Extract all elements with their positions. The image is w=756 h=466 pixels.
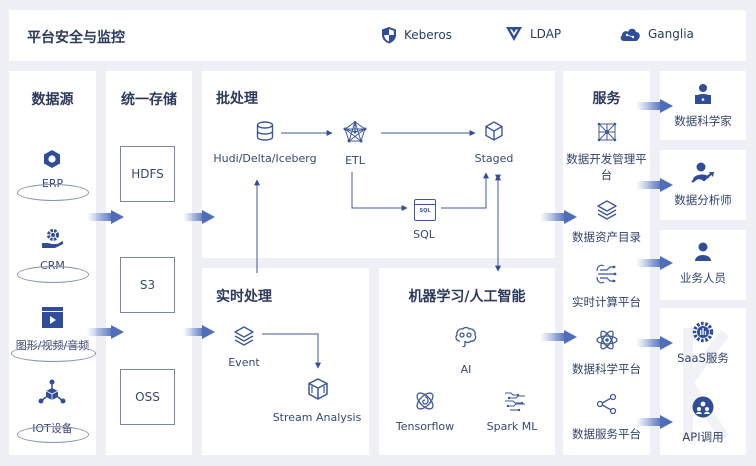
storage-hdfs: HDFS xyxy=(120,146,175,202)
sql-window-icon: SQL xyxy=(414,199,436,221)
service-label-dataservice: 数据服务平台 xyxy=(572,427,641,441)
services-title: 服务 xyxy=(592,91,621,107)
consumer-card-business: 业务人员 xyxy=(660,230,746,300)
header-item-ganglia: Ganglia xyxy=(619,26,694,42)
storage-oss: OSS xyxy=(120,369,175,425)
header-item-label: Ganglia xyxy=(648,27,694,41)
sources-title: 数据源 xyxy=(31,92,74,108)
source-ellipse xyxy=(17,426,89,443)
staged-cube-icon xyxy=(485,121,503,141)
layers-icon xyxy=(597,200,617,220)
arrow-sql-to-staged xyxy=(441,172,489,209)
circuit-icon xyxy=(596,264,617,284)
ml-panel: 机器学习/人工智能 AI Tensorflow Spark ML xyxy=(379,268,555,455)
header-item-ldap: LDAP xyxy=(505,26,561,42)
stream-cube-icon xyxy=(308,378,328,400)
gear-hand-icon xyxy=(42,229,63,248)
batch-node-lake: Hudi/Delta/Iceberg xyxy=(213,152,317,165)
consumer-label: 数据分析师 xyxy=(674,193,732,207)
header-item-label: LDAP xyxy=(530,27,562,41)
service-label-dev: 数据开发管理平台 xyxy=(566,152,647,182)
sources-panel: 数据源 ERP CRM 图形/视频/音频 IOT设备 xyxy=(9,71,96,455)
realtime-connectors xyxy=(262,333,321,369)
saas-gear-icon xyxy=(692,321,714,343)
storage-title: 统一存储 xyxy=(121,92,177,108)
api-icon xyxy=(692,396,714,418)
atom-icon xyxy=(596,330,618,350)
consumer-card-scientist: 数据科学家 xyxy=(660,71,746,140)
hexagon-nut-icon xyxy=(44,150,60,168)
share-icon xyxy=(596,393,617,415)
scientist-icon xyxy=(695,84,711,104)
header-item-label: Keberos xyxy=(404,28,452,42)
consumer-card-saas-api: SaaS服务 API调用 xyxy=(660,308,746,455)
ml-node-spark: Spark ML xyxy=(486,420,538,433)
services-panel: 服务 数据开发管理平台 数据资产目录 实时计算平台 数据科学平台 数据服务平台 xyxy=(563,71,650,455)
brain-icon xyxy=(455,326,477,348)
layers-icon xyxy=(234,326,254,346)
header-item-keberos: Keberos xyxy=(381,26,452,44)
realtime-panel: 实时处理 Event Stream Analysis xyxy=(202,268,369,455)
realtime-node-stream: Stream Analysis xyxy=(272,411,362,424)
iot-cube-icon xyxy=(38,379,66,404)
source-ellipse xyxy=(11,345,96,362)
consumer-label: 业务人员 xyxy=(680,271,726,285)
ldap-icon xyxy=(506,27,522,41)
source-ellipse xyxy=(17,266,89,283)
ml-node-tensorflow: Tensorflow xyxy=(395,420,455,433)
consumer-label: API调用 xyxy=(682,430,724,444)
batch-title: 批处理 xyxy=(216,91,258,107)
consumer-card-analyst: 数据分析师 xyxy=(660,150,746,220)
storage-s3: S3 xyxy=(120,257,175,313)
etl-network-icon xyxy=(343,121,367,143)
ml-node-ai: AI xyxy=(460,363,472,376)
service-label-catalog: 数据资产目录 xyxy=(572,230,641,244)
batch-node-etl: ETL xyxy=(345,154,365,167)
ml-title: 机器学习/人工智能 xyxy=(408,289,526,305)
service-label-science: 数据科学平台 xyxy=(572,362,641,376)
sql-icon-text: SQL xyxy=(419,208,431,214)
arrow-etl-to-sql xyxy=(351,172,408,211)
batch-node-sql: SQL xyxy=(413,228,435,241)
video-icon xyxy=(42,307,63,328)
batch-node-staged: Staged xyxy=(474,152,514,165)
source-ellipse xyxy=(17,184,89,201)
analyst-icon xyxy=(691,162,714,183)
service-label-realtime: 实时计算平台 xyxy=(572,295,641,309)
consumer-label: 数据科学家 xyxy=(674,114,732,128)
spark-ml-circuit-icon xyxy=(505,392,525,412)
user-icon xyxy=(695,242,711,261)
arrow-event-to-stream xyxy=(262,333,321,369)
shield-icon xyxy=(382,27,396,44)
header-bar: 平台安全与监控 Keberos LDAP Ganglia xyxy=(9,10,746,61)
tensorflow-atom-icon xyxy=(416,392,434,410)
network-grid-icon xyxy=(597,122,617,142)
consumer-label: SaaS服务 xyxy=(677,351,729,365)
realtime-node-event: Event xyxy=(228,356,260,369)
database-icon xyxy=(256,121,274,141)
header-title: 平台安全与监控 xyxy=(27,30,125,46)
realtime-title: 实时处理 xyxy=(216,289,272,305)
storage-panel: 统一存储 HDFS S3 OSS xyxy=(106,71,192,455)
batch-connectors xyxy=(281,130,489,211)
cloud-icon xyxy=(620,28,640,41)
